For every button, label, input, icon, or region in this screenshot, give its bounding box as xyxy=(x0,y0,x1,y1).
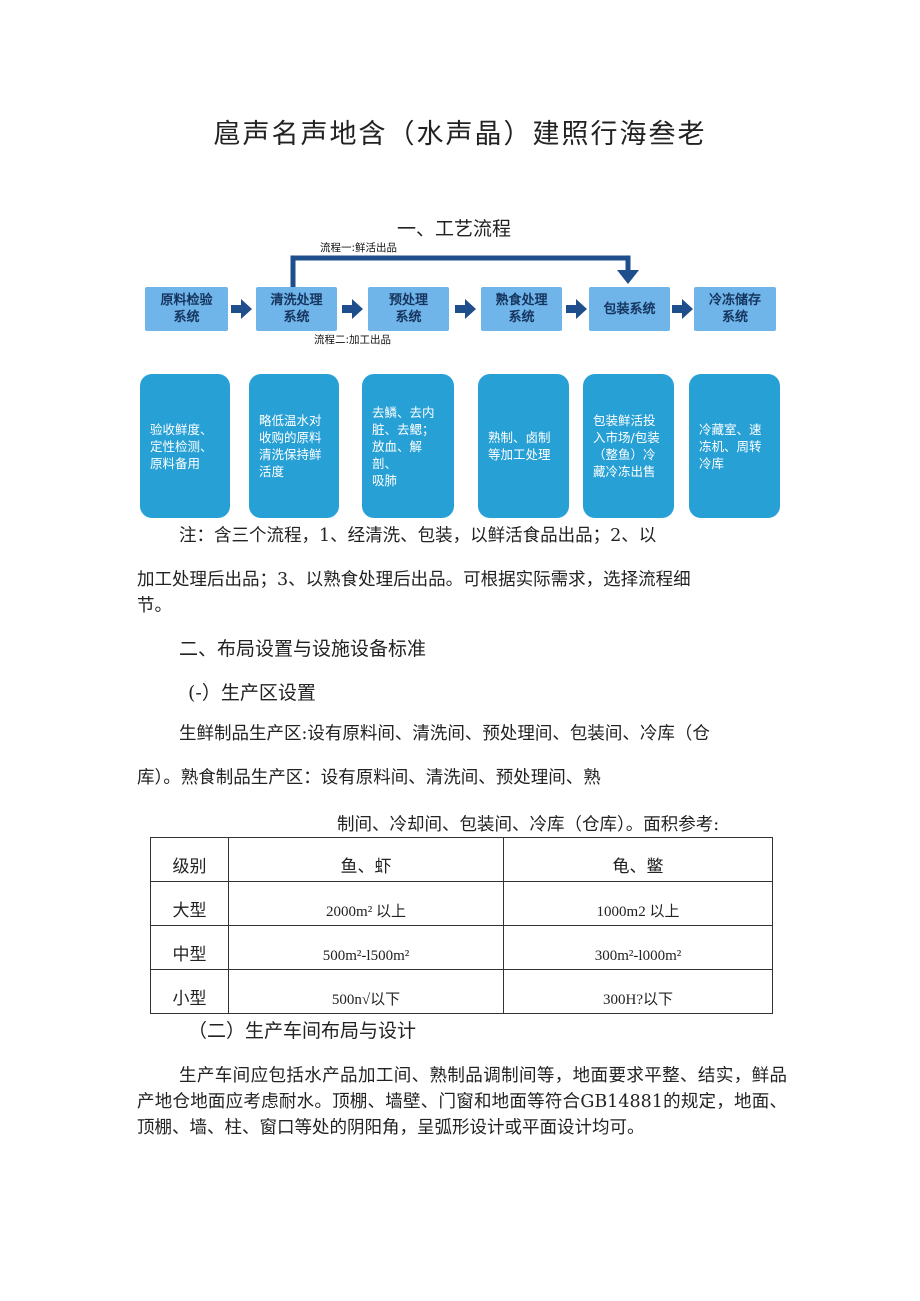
flow-box-frozen-storage: 冷冻储存 系统 xyxy=(694,287,776,331)
workshop-paragraph: 生产车间应包括水产品加工间、熟制品调制间等，地面要求平整、结实，鲜品产地仓地面应… xyxy=(137,1066,787,1138)
flow-card-cooked: 熟制、卤制等加工处理 xyxy=(478,374,569,518)
table-cell: 300m²-l000m² xyxy=(503,925,773,970)
flow-card-preprocessing: 去鳞、去内脏、去鳃；放血、解剖、吸肺 xyxy=(362,374,454,518)
flow-route-line xyxy=(290,255,639,290)
arrow-right-icon xyxy=(231,299,252,319)
table-row: 大型 2000m² 以上 1000m2 以上 xyxy=(150,881,773,926)
flow-box-preprocessing: 预处理 系统 xyxy=(368,287,449,331)
table-cell: 2000m² 以上 xyxy=(228,881,504,926)
table-cell: 中型 xyxy=(150,925,229,970)
arrow-right-icon xyxy=(672,299,693,319)
section-heading-process: 一、工艺流程 xyxy=(397,218,512,240)
table-cell: 大型 xyxy=(150,881,229,926)
note-line: 注：含三个流程，1、经清洗、包装，以鲜活食品出品；2、以 xyxy=(179,526,657,546)
table-header-cell: 级别 xyxy=(150,837,229,882)
table-row: 中型 500m²-l500m² 300m²-l000m² xyxy=(150,925,773,970)
table-header-cell: 龟、鳖 xyxy=(503,837,773,882)
process-flow-diagram: 流程一:鲜活出品 流程二:加工出品 原料检验 系统 清洗处理 系统 预处理 系统… xyxy=(0,0,920,530)
subsection-heading-workshop: （二）生产车间布局与设计 xyxy=(188,1020,417,1042)
production-area-line: 制间、冷却间、包装间、冷库（仓库）。面积参考: xyxy=(337,815,720,835)
production-area-line: 生鲜制品生产区:设有原料间、清洗间、预处理间、包装间、冷库（仓 xyxy=(179,724,710,744)
arrow-right-icon xyxy=(455,299,476,319)
route-label-fresh: 流程一:鲜活出品 xyxy=(320,242,398,254)
table-header-cell: 鱼、虾 xyxy=(228,837,504,882)
note-line: 加工处理后出品；3、以熟食处理后出品。可根据实际需求，选择流程细 xyxy=(137,570,691,590)
flow-box-cooked: 熟食处理 系统 xyxy=(481,287,562,331)
table-cell: 500n√以下 xyxy=(228,969,504,1014)
flow-card-cleaning: 略低温水对收购的原料清洗保持鲜活度 xyxy=(249,374,339,518)
arrow-right-icon xyxy=(566,299,587,319)
arrow-right-icon xyxy=(342,299,363,319)
flow-card-frozen-storage: 冷藏室、速冻机、周转冷库 xyxy=(689,374,780,518)
area-reference-table: 级别 鱼、虾 龟、鳖 大型 2000m² 以上 1000m2 以上 中型 500… xyxy=(150,837,773,1014)
table-cell: 500m²-l500m² xyxy=(228,925,504,970)
table-header-row: 级别 鱼、虾 龟、鳖 xyxy=(150,837,773,882)
table-cell: 小型 xyxy=(150,969,229,1014)
flow-box-raw-inspection: 原料检验 系统 xyxy=(145,287,228,331)
page-title: 扈声名声地含（水声晶）建照行海叁老 xyxy=(213,119,707,150)
flow-box-cleaning: 清洗处理 系统 xyxy=(256,287,337,331)
table-cell: 300H?以下 xyxy=(503,969,773,1014)
table-cell: 1000m2 以上 xyxy=(503,881,773,926)
subsection-heading-production-area: (-）生产区设置 xyxy=(188,682,316,704)
route-label-processed: 流程二:加工出品 xyxy=(314,334,392,346)
note-line: 节。 xyxy=(137,596,172,616)
production-area-line: 库）。熟食制品生产区：设有原料间、清洗间、预处理间、熟 xyxy=(137,768,601,788)
section-heading-layout: 二、布局设置与设施设备标准 xyxy=(179,638,427,660)
flow-card-raw-inspection: 验收鲜度、定性检测、原料备用 xyxy=(140,374,230,518)
table-row: 小型 500n√以下 300H?以下 xyxy=(150,969,773,1014)
flow-card-packaging: 包装鲜活投入市场/包装（整鱼）冷藏冷冻出售 xyxy=(583,374,674,518)
flow-box-packaging: 包装系统 xyxy=(589,287,670,331)
